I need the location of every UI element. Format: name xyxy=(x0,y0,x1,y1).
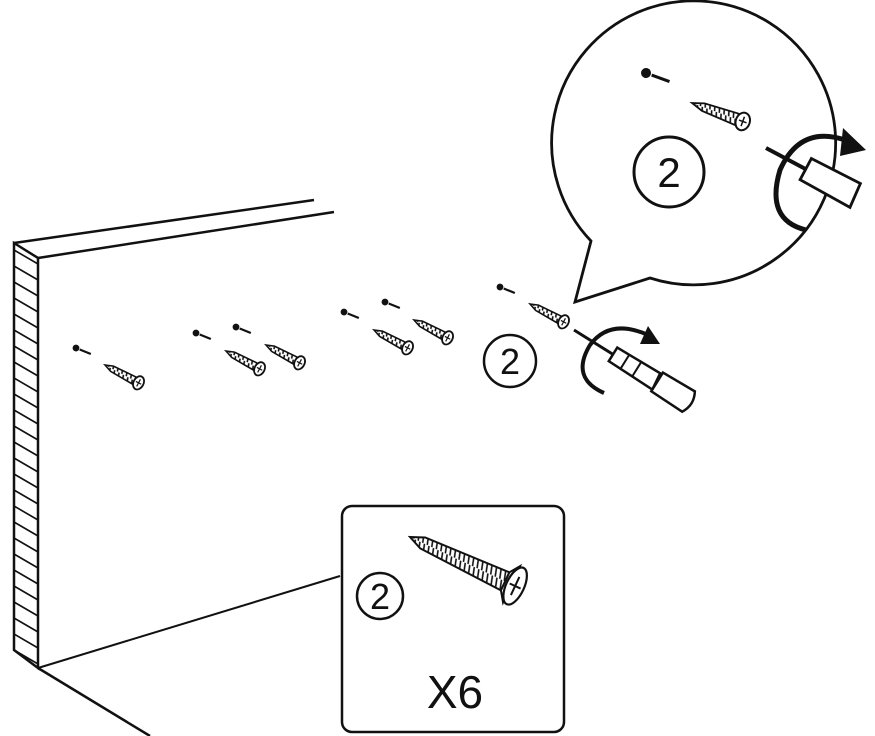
wall-brick-line xyxy=(13,649,39,665)
wall-brick-line xyxy=(13,361,39,377)
wall-brick-line xyxy=(13,633,39,649)
screwdriver-icon xyxy=(573,328,697,414)
wall-brick-line xyxy=(13,297,39,313)
wall-brick-line xyxy=(13,345,39,361)
wall-brick-line xyxy=(13,521,39,537)
wall-brick-line xyxy=(13,457,39,473)
wall-icon xyxy=(12,198,341,736)
wall-brick-line xyxy=(13,329,39,345)
wall-brick-line xyxy=(13,265,39,281)
wall-brick-line xyxy=(13,505,39,521)
wall-brick-line xyxy=(13,377,39,393)
wall-brick-line xyxy=(13,585,39,601)
wall-brick-line xyxy=(13,489,39,505)
wall-brick-line xyxy=(13,601,39,617)
wall-plug-icon xyxy=(70,281,518,359)
wall-brick-line xyxy=(13,409,39,425)
parts-box: 2 X6 xyxy=(340,504,566,734)
callout-step-badge: 2 xyxy=(632,135,706,209)
wall-brick-line xyxy=(13,281,39,297)
parts-screw xyxy=(407,535,528,606)
wall-brick-line xyxy=(13,473,39,489)
wall-brick-line xyxy=(13,569,39,585)
callout-step-number: 2 xyxy=(657,149,680,196)
wall-step-badge: 2 xyxy=(482,333,538,389)
callout-plug xyxy=(641,68,671,83)
callout-screw xyxy=(689,102,752,132)
wall-step-number: 2 xyxy=(500,341,520,382)
parts-step-badge: 2 xyxy=(355,571,405,621)
wall-brick-line xyxy=(13,441,39,457)
callout-rotation-arrow xyxy=(773,128,866,233)
wall-brick-line xyxy=(13,249,39,265)
wall-brick-line xyxy=(13,393,39,409)
wall-brick-line xyxy=(13,617,39,633)
wall-brick-line xyxy=(13,537,39,553)
wall-brick-line xyxy=(13,313,39,329)
wall-brick-line xyxy=(13,425,39,441)
parts-step-number: 2 xyxy=(370,576,390,617)
rotation-arrow-icon xyxy=(580,326,660,395)
wall-brick-line xyxy=(13,553,39,569)
parts-quantity: X6 xyxy=(427,666,483,718)
